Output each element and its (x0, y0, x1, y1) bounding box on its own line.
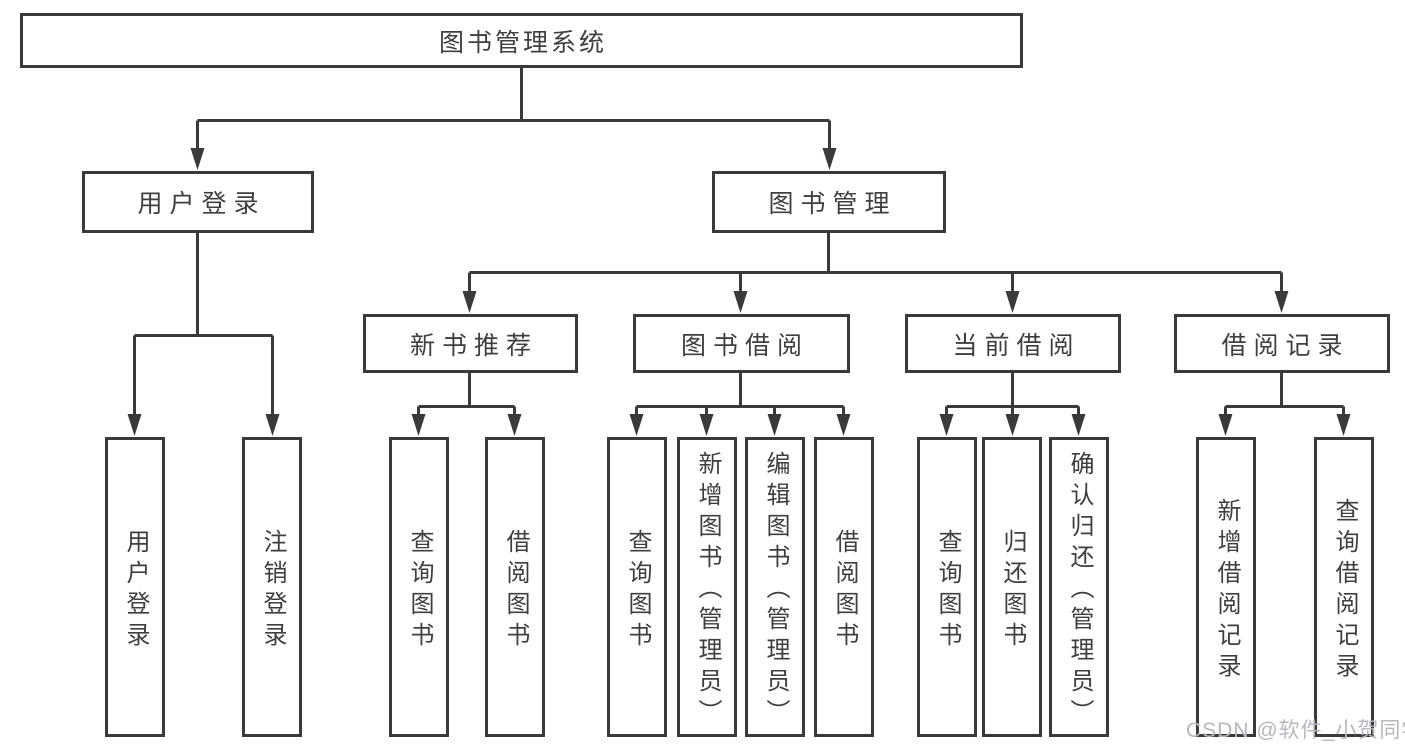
node-book-management-branch: 图书管理 (712, 171, 946, 233)
node-book-borrowing-label: 图书借阅 (680, 331, 809, 360)
node-library-management-system: 图书管理系统 (20, 13, 1023, 68)
node-current-borrowing-label: 当前借阅 (952, 331, 1081, 360)
leaf-query-borrow-record: 查询借阅记录 (1314, 437, 1374, 737)
leaf-query-borrow-record-label: 查询借阅记录 (1331, 497, 1358, 684)
leaf-confirm-return-admin: 确认归还（管理员） (1049, 437, 1109, 737)
leaf-user-login-label: 用户登录 (122, 528, 149, 653)
leaf-edit-books-admin-label: 编辑图书（管理员） (762, 451, 789, 730)
node-book-management-branch-label: 图书管理 (768, 190, 897, 218)
node-current-borrowing: 当前借阅 (905, 314, 1121, 373)
leaf-borrow-books-recommend-label: 借阅图书 (502, 528, 529, 653)
leaf-logout-label: 注销登录 (259, 528, 286, 653)
leaf-add-books-admin-label: 新增图书（管理员） (694, 451, 721, 730)
node-new-book-recommendation-label: 新书推荐 (409, 331, 538, 360)
leaf-borrow-books: 借阅图书 (814, 437, 874, 737)
leaf-edit-books-admin: 编辑图书（管理员） (745, 437, 805, 737)
leaf-borrow-books-recommend: 借阅图书 (485, 437, 545, 737)
arrow-down-icons (127, 148, 1351, 436)
leaf-user-login: 用户登录 (105, 437, 165, 737)
leaf-add-borrow-record: 新增借阅记录 (1196, 437, 1256, 737)
leaf-return-books-label: 归还图书 (999, 528, 1026, 653)
leaf-query-books-current-label: 查询图书 (934, 528, 961, 653)
leaf-borrow-books-label: 借阅图书 (831, 528, 858, 653)
leaf-return-books: 归还图书 (982, 437, 1042, 737)
watermark: CSDN @软件_小贺同学 (1186, 719, 1405, 742)
node-user-login-branch-label: 用户登录 (137, 190, 266, 218)
leaf-add-books-admin: 新增图书（管理员） (677, 437, 737, 737)
leaf-query-books-recommend-label: 查询图书 (406, 528, 433, 653)
leaf-logout: 注销登录 (242, 437, 302, 737)
node-library-management-system-label: 图书管理系统 (438, 28, 607, 57)
leaf-add-borrow-record-label: 新增借阅记录 (1213, 497, 1240, 684)
node-user-login-branch: 用户登录 (82, 171, 314, 233)
node-borrowing-records: 借阅记录 (1174, 314, 1390, 373)
leaf-query-books-recommend: 查询图书 (389, 437, 449, 737)
node-borrowing-records-label: 借阅记录 (1221, 331, 1350, 360)
leaf-confirm-return-admin-label: 确认归还（管理员） (1066, 451, 1093, 730)
node-new-book-recommendation: 新书推荐 (363, 314, 578, 373)
leaf-query-books-borrowing: 查询图书 (607, 437, 667, 737)
node-book-borrowing: 图书借阅 (633, 314, 850, 373)
leaf-query-books-borrowing-label: 查询图书 (624, 528, 651, 653)
leaf-query-books-current: 查询图书 (917, 437, 977, 737)
connector-lines (133, 66, 1345, 418)
